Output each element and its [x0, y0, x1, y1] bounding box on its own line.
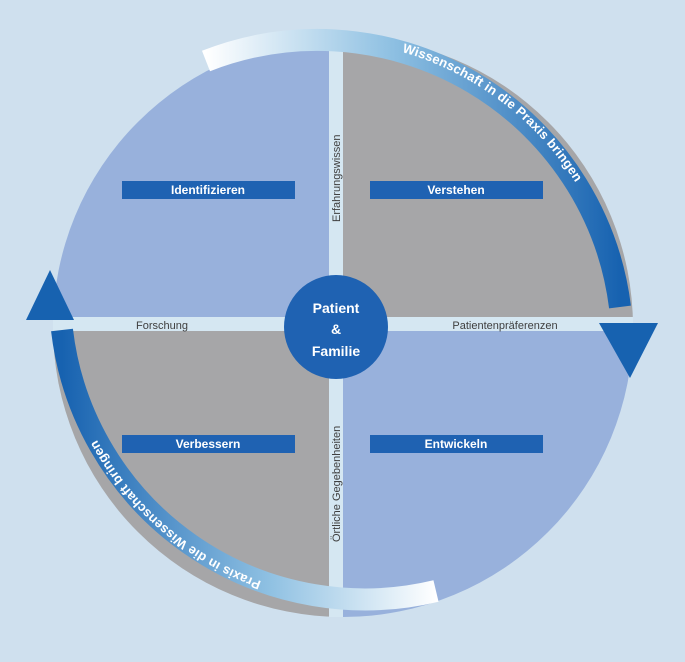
axis-label-right: Patientenpräferenzen [452, 320, 557, 332]
label-bar-identifizieren [122, 181, 295, 199]
center-circle-group: Patient & Familie [284, 275, 388, 379]
center-line-2: & [331, 321, 341, 337]
quadrant-label-bars: Identifizieren Verstehen Verbessern Entw… [122, 181, 543, 453]
label-verbessern: Verbessern [176, 437, 241, 451]
center-circle [284, 275, 388, 379]
label-bar-verstehen [370, 181, 543, 199]
center-line-1: Patient [313, 300, 360, 316]
label-bar-verbessern [122, 435, 295, 453]
label-verstehen: Verstehen [427, 183, 484, 197]
center-line-3: Familie [312, 343, 360, 359]
quadrant-bottom-left [53, 327, 343, 617]
label-identifizieren: Identifizieren [171, 183, 245, 197]
top-arrow-head [599, 323, 658, 378]
label-entwickeln: Entwickeln [425, 437, 488, 451]
bottom-arrow-band [51, 328, 439, 611]
axis-label-bottom: Örtliche Gegebenheiten [331, 426, 343, 542]
label-bar-entwickeln [370, 435, 543, 453]
axis-label-top: Erfahrungswissen [331, 135, 343, 222]
top-arrow-band [201, 28, 631, 309]
axis-labels: Erfahrungswissen Örtliche Gegebenheiten … [136, 135, 558, 542]
quadrant-bottom-right [343, 327, 633, 617]
bottom-arrow-head [26, 270, 74, 320]
axis-label-left: Forschung [136, 320, 188, 332]
